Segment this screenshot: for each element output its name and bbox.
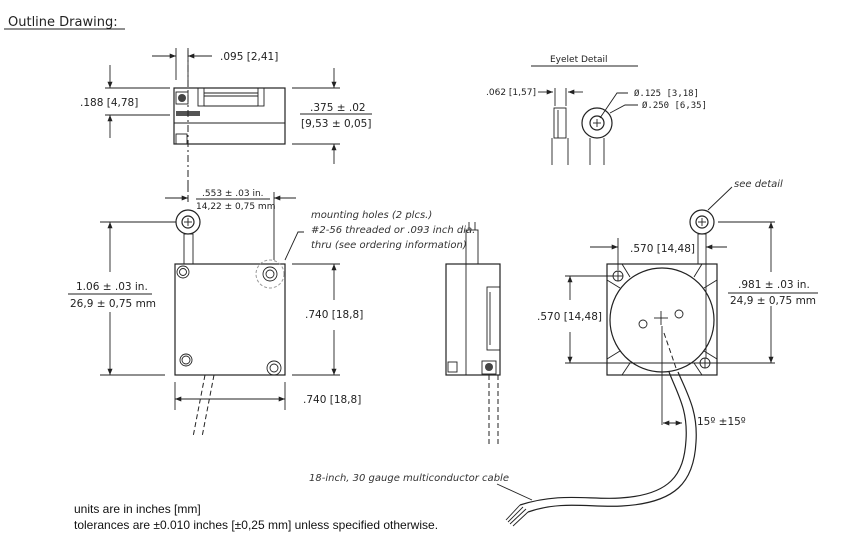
- dim-top-height-mm: [9,53 ± 0,05]: [301, 118, 371, 130]
- see-detail-label: see detail: [734, 179, 783, 190]
- dim-rear-hole-spacing-v: .570 [14,48]: [537, 311, 602, 323]
- dim-top-offset: .095 [2,41]: [220, 51, 278, 63]
- eyelet-outer: [581, 107, 613, 139]
- dim-front-body-width: .740 [18,8]: [303, 394, 361, 406]
- eyelet-inner: [589, 115, 605, 131]
- cable-note: 18-inch, 30 gauge multiconductor cable: [309, 473, 509, 484]
- dim-top-height-small: .188 [4,78]: [80, 97, 138, 109]
- top-view-body: [173, 87, 286, 145]
- top-view: .095 [2,41] .188 [4,78] .375 ± .02 [9,53…: [80, 48, 372, 200]
- dim-eyelet-thickness: .062 [1,57]: [486, 88, 536, 98]
- dim-top-height-in: .375 ± .02: [310, 102, 366, 114]
- rear-view: see detail .570 [14,48] .570 [14,48] .98…: [309, 179, 818, 527]
- mounting-hole-callout: [255, 259, 285, 289]
- units-note: units are in inches [mm]: [74, 502, 201, 516]
- side-view: [445, 222, 501, 447]
- mounting-note-line-3: thru (see ordering information): [311, 240, 467, 251]
- drawing-title: Outline Drawing:: [8, 15, 118, 30]
- dim-eyelet-inner: Ø.125 [3,18]: [634, 88, 699, 99]
- mounting-note-line-2: #2-56 threaded or .093 inch dia.: [311, 225, 475, 236]
- dim-eyelet-outer: Ø.250 [6,35]: [642, 100, 707, 111]
- front-view-body: [174, 263, 286, 376]
- tolerance-note: tolerances are ±0.010 inches [±0,25 mm] …: [74, 518, 438, 532]
- dim-rear-eyelet-height-mm: 24,9 ± 0,75 mm: [730, 295, 816, 307]
- front-view: .553 ± .03 in. 14,22 ± 0,75 mm 1.06 ± .0…: [68, 180, 475, 438]
- dim-front-height-mm: 26,9 ± 0,75 mm: [70, 298, 156, 310]
- side-view-body: [445, 263, 501, 376]
- dim-rear-hole-spacing-h: .570 [14,48]: [630, 243, 695, 255]
- mounting-note-line-1: mounting holes (2 plcs.): [311, 210, 432, 221]
- dim-front-height-in: 1.06 ± .03 in.: [76, 281, 148, 293]
- dim-cable-angle: 15º ±15º: [697, 416, 746, 428]
- screw-icon: [178, 94, 186, 102]
- dim-eyelet-offset-mm: 14,22 ± 0,75 mm: [196, 202, 275, 212]
- dim-rear-eyelet-height-in: .981 ± .03 in.: [738, 279, 810, 291]
- cable: [519, 371, 687, 506]
- eyelet-detail-title: Eyelet Detail: [550, 55, 608, 65]
- dim-front-body-height: .740 [18,8]: [305, 309, 363, 321]
- eyelet-detail: Eyelet Detail .062 [1,57] Ø.125 [3,18] Ø…: [486, 55, 707, 165]
- dim-eyelet-offset-in: .553 ± .03 in.: [202, 189, 264, 199]
